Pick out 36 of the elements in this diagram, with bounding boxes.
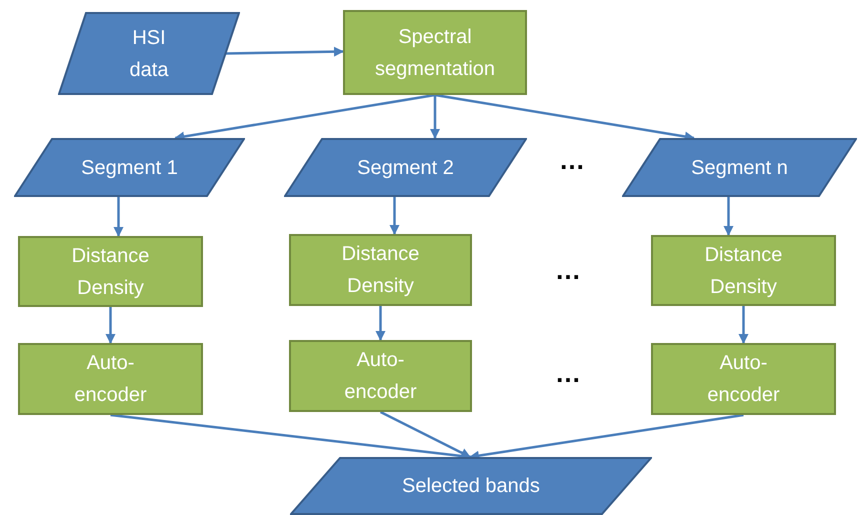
node-label: Auto-encoder (706, 351, 781, 408)
node-label: HSI data (128, 26, 170, 82)
node-label: Spectral segmentation (374, 24, 496, 82)
process-box (18, 343, 203, 415)
arrow (106, 307, 116, 344)
data-parallelogram (290, 457, 652, 515)
process-box (343, 10, 527, 95)
ellipsis-text: … (555, 360, 581, 386)
arrow (114, 197, 124, 237)
ellipsis-text: … (555, 257, 581, 283)
data-parallelogram (284, 138, 527, 197)
arrow (376, 306, 386, 341)
arrow (380, 410, 471, 458)
node-label: Distance Density (704, 242, 784, 300)
arrow (738, 306, 748, 344)
data-parallelogram (622, 138, 857, 197)
node-label: Segment 2 (357, 156, 454, 180)
node-label: Distance Density (340, 242, 420, 299)
process-box (289, 234, 472, 306)
process-box (651, 235, 836, 306)
node-label: Auto-encoder (73, 351, 148, 408)
node-label: Auto-encoder (343, 348, 418, 405)
process-box (18, 236, 203, 307)
node-label: Segment 1 (81, 156, 178, 180)
node-label: Selected bands (402, 474, 540, 499)
arrow (390, 197, 400, 235)
arrow (226, 46, 344, 57)
arrow (430, 95, 440, 139)
data-parallelogram (58, 12, 240, 95)
process-box (289, 340, 472, 412)
node-label: Distance Density (70, 244, 150, 300)
data-parallelogram (14, 138, 245, 197)
ellipsis-text: … (559, 147, 585, 173)
process-box (651, 343, 836, 415)
arrow (724, 197, 734, 236)
node-label: Segment n (691, 156, 788, 180)
